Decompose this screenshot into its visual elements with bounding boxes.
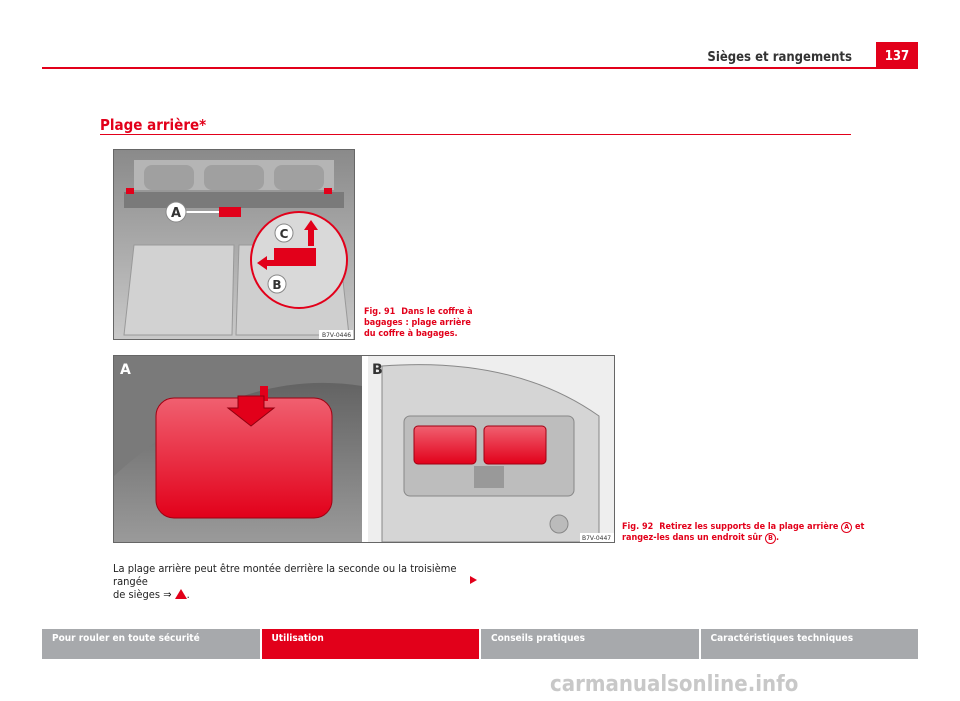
continue-arrow-icon [470, 576, 477, 584]
footer-tabs: Pour rouler en toute sécurité Utilisatio… [42, 629, 918, 659]
tab-conseils[interactable]: Conseils pratiques [481, 629, 699, 659]
fig91-code: B7V-0446 [322, 332, 351, 339]
body-text: La plage arrière peut être montée derriè… [113, 562, 457, 601]
section-title: Plage arrière* [100, 116, 207, 134]
tab-caracteristiques[interactable]: Caractéristiques techniques [700, 629, 918, 659]
page-number: 137 [876, 42, 918, 68]
circle-label-a: A [841, 522, 853, 533]
tab-securite[interactable]: Pour rouler en toute sécurité [42, 629, 260, 659]
section-divider [100, 134, 851, 135]
figure-91-trunk: A C B B7V-0446 [113, 149, 355, 340]
header-title: Sièges et rangements [707, 50, 852, 65]
watermark: carmanualsonline.info [550, 672, 799, 697]
header-line [42, 67, 918, 69]
circle-label-b: B [764, 533, 776, 544]
fig91-label-a: A [171, 206, 181, 221]
fig92-code: B7V-0447 [582, 535, 611, 542]
fig92-label-b: B [372, 362, 383, 378]
fig91-label-b: B [272, 278, 281, 292]
fig92-label-a: A [120, 362, 131, 378]
warning-icon[interactable] [174, 589, 187, 599]
figure-92-supports: A B B7V-0447 [113, 355, 615, 543]
fig91-label-c: C [280, 227, 289, 241]
tab-utilisation[interactable]: Utilisation [261, 629, 479, 659]
